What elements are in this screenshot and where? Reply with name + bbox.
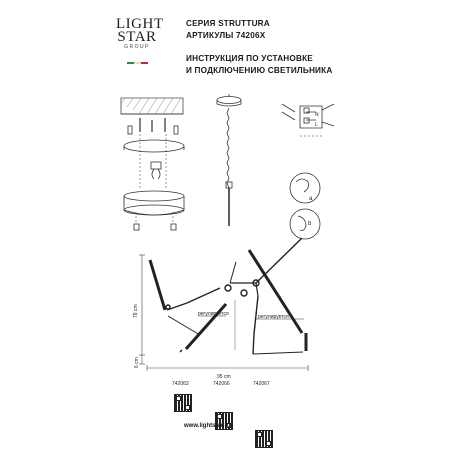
- anchor-right: [173, 125, 179, 135]
- step-a-circle: [289, 172, 321, 204]
- wires: [151, 168, 161, 180]
- rod-connector: [225, 181, 233, 189]
- qr-code-742067: [255, 430, 273, 448]
- adjustable-label-right: регулируется: [258, 314, 289, 320]
- header-articles: АРТИКУЛЫ 74206X: [186, 31, 266, 40]
- logo-line-1: LIGHT: [116, 16, 164, 32]
- terminal-screw-2: [303, 117, 310, 124]
- anchor-left: [127, 125, 133, 135]
- step-b-circle: [289, 208, 321, 240]
- qr-code-742063: [174, 394, 192, 412]
- flag-white: [133, 62, 141, 64]
- luminaire-structure: [148, 237, 308, 355]
- canopy-screw-right: [170, 223, 177, 231]
- chain-canopy: [216, 96, 242, 104]
- dimension-lines: [139, 254, 309, 371]
- logo-line-2: STAR: [117, 29, 157, 45]
- ceiling-hatch: [120, 97, 183, 115]
- article-code-2: 742066: [213, 381, 230, 387]
- canopy-top: [123, 190, 185, 202]
- flag-red: [140, 62, 148, 64]
- wiring-l-label: L: [315, 122, 318, 128]
- dim-height-label: 78 cm: [133, 304, 139, 318]
- mounting-bracket: [123, 139, 185, 153]
- dim-depth-label: 6 cm: [134, 357, 140, 368]
- flag-green: [126, 62, 134, 64]
- wiring-n-label: N: [315, 112, 319, 118]
- article-code-3: 742067: [253, 381, 270, 387]
- canopy-body: [123, 196, 185, 216]
- instruction-title-line-1: ИНСТРУКЦИЯ ПО УСТАНОВКЕ: [186, 54, 313, 63]
- italian-flag-icon: [116, 51, 158, 69]
- terminal-screw-1: [303, 107, 310, 114]
- logo-group-label: GROUP: [124, 44, 150, 50]
- header-series: СЕРИЯ STRUTTURA: [186, 19, 270, 28]
- brand-logo: LIGHT STAR GROUP: [116, 16, 164, 69]
- adjustable-label-left: регулируется: [198, 311, 229, 317]
- step-a-label: a: [309, 196, 313, 202]
- chain: [226, 107, 230, 189]
- wiring-detail: [281, 103, 335, 129]
- instruction-title-line-2: И ПОДКЛЮЧЕНИЮ СВЕТИЛЬНИКА: [186, 66, 333, 75]
- article-code-1: 742063: [172, 381, 189, 387]
- canopy-bottom: [123, 204, 185, 216]
- step-b-label: b: [308, 221, 312, 227]
- canopy-screw-left: [133, 223, 140, 231]
- website-link[interactable]: www.lightstar.ru: [184, 423, 231, 429]
- qr-code-742066: [215, 412, 233, 430]
- dim-width-label: 95 cm: [217, 374, 231, 380]
- terminal-block: [150, 161, 162, 170]
